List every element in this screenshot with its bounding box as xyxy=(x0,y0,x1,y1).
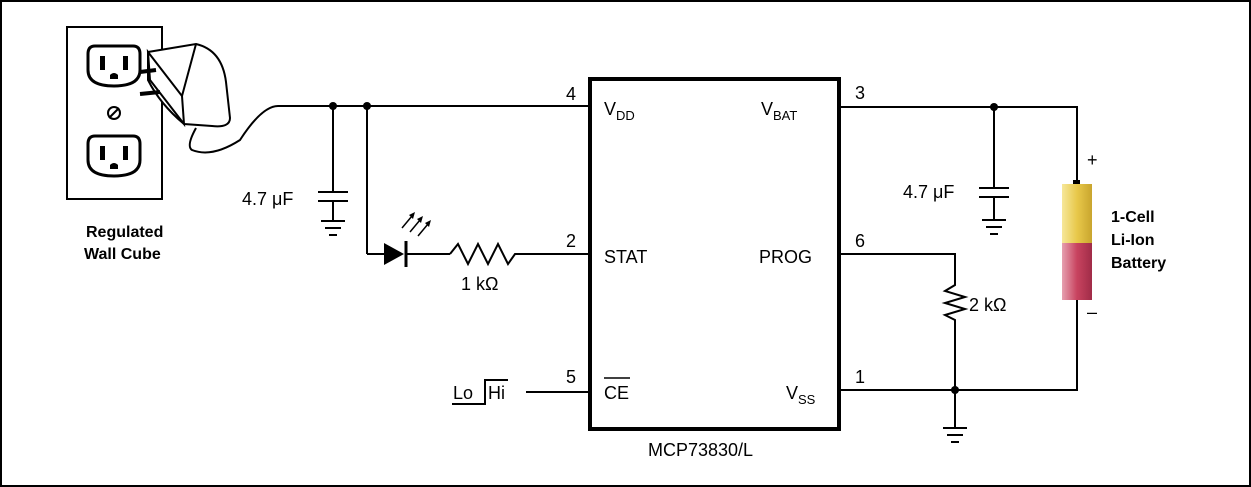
battery-label-line3: Battery xyxy=(1111,255,1166,272)
pin-number-vdd: 4 xyxy=(566,84,576,104)
pin-label-vss: VSS xyxy=(786,383,816,407)
wall-outlet xyxy=(66,26,163,200)
pin-label-stat: STAT xyxy=(604,247,647,267)
capacitor-input-label: 4.7 μF xyxy=(242,189,293,209)
wall-cube-label-line1: Regulated xyxy=(86,224,163,241)
pin-number-prog: 6 xyxy=(855,231,865,251)
resistor-prog xyxy=(840,253,969,390)
ce-high-label: Hi xyxy=(488,383,505,403)
battery-minus-label: – xyxy=(1087,302,1097,322)
pin-label-vbat: VBAT xyxy=(761,99,797,123)
junction-dot xyxy=(951,386,959,394)
ground-symbol xyxy=(982,219,1006,235)
pin-number-stat: 2 xyxy=(566,231,576,251)
pin-number-vbat: 3 xyxy=(855,83,865,103)
wall-cube-adapter xyxy=(139,42,335,154)
resistor-prog-label: 2 kΩ xyxy=(969,295,1006,315)
battery-label-line2: Li-Ion xyxy=(1111,232,1155,249)
pin-label-prog: PROG xyxy=(759,247,812,267)
resistor-led-label: 1 kΩ xyxy=(461,274,498,294)
led-status xyxy=(366,106,450,267)
charger-ic xyxy=(588,77,841,431)
battery-label-line1: 1-Cell xyxy=(1111,209,1155,226)
battery-plus-label: + xyxy=(1087,150,1098,170)
pin-label-vdd: VDD xyxy=(604,99,635,123)
led-light-arrows-icon xyxy=(401,212,431,237)
ce-low-label: Lo xyxy=(453,383,473,403)
capacitor-output xyxy=(979,107,1009,235)
resistor-led xyxy=(449,241,588,267)
outlet-screw xyxy=(107,106,121,120)
vbat-wire xyxy=(840,106,1078,183)
pin-label-ce: CE xyxy=(604,383,629,403)
wall-cube-label-line2: Wall Cube xyxy=(84,246,161,263)
ground-symbol xyxy=(321,220,345,236)
ce-input xyxy=(452,379,588,405)
vss-wire xyxy=(840,300,1078,443)
outlet-socket-bottom xyxy=(86,134,142,178)
capacitor-output-label: 4.7 μF xyxy=(903,182,954,202)
ground-symbol xyxy=(943,427,967,443)
li-ion-battery xyxy=(1062,180,1092,300)
outlet-socket-top xyxy=(86,44,142,88)
pin-number-ce: 5 xyxy=(566,367,576,387)
chip-name-label: MCP73830/L xyxy=(648,440,753,460)
pin-number-vss: 1 xyxy=(855,367,865,387)
capacitor-input xyxy=(318,106,348,236)
